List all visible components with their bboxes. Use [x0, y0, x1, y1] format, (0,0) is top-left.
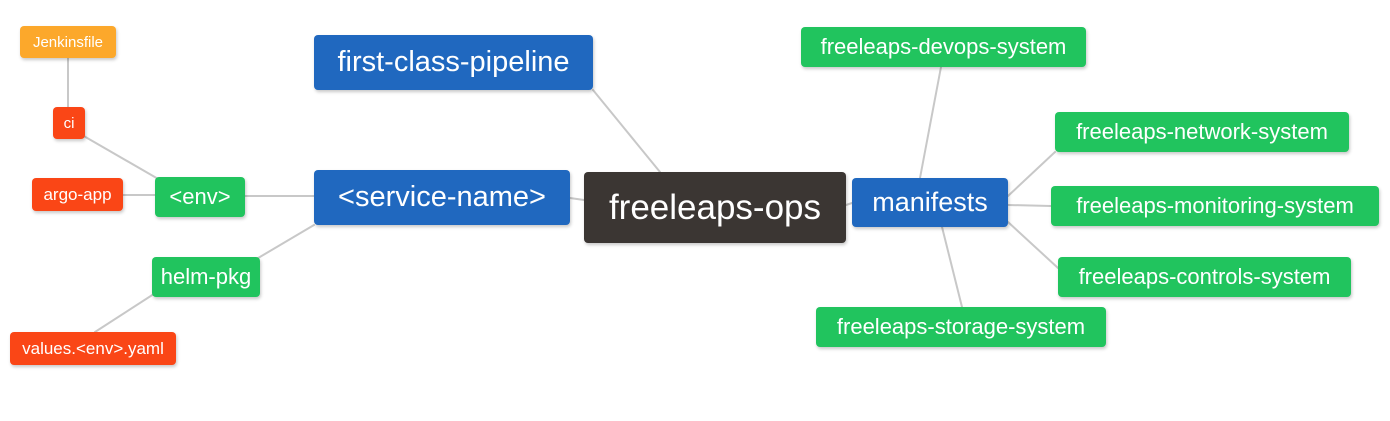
node-label: freeleaps-controls-system — [1078, 264, 1331, 289]
node-service-name[interactable]: <service-name> — [314, 170, 570, 225]
edge-helm-pkg-to-values-env-yaml — [94, 289, 161, 333]
edge-first-class-pipeline-to-freeleaps-ops — [592, 89, 661, 173]
edge-env-to-ci — [81, 134, 161, 181]
node-label: freeleaps-devops-system — [820, 34, 1067, 59]
node-label: ci — [63, 114, 75, 132]
node-label: freeleaps-ops — [608, 188, 822, 227]
node-first-class-pipeline[interactable]: first-class-pipeline — [314, 35, 593, 90]
node-label: freeleaps-storage-system — [836, 314, 1086, 339]
node-freeleaps-monitoring-system[interactable]: freeleaps-monitoring-system — [1051, 186, 1379, 226]
node-label: <service-name> — [338, 181, 546, 213]
edge-manifests-to-freeleaps-controls-system — [1007, 221, 1059, 269]
node-label: Jenkinsfile — [32, 33, 104, 51]
node-argo-app[interactable]: argo-app — [32, 178, 123, 211]
node-label: manifests — [872, 187, 988, 217]
node-freeleaps-controls-system[interactable]: freeleaps-controls-system — [1058, 257, 1351, 297]
edge-manifests-to-freeleaps-monitoring-system — [1007, 204, 1052, 207]
edge-manifests-to-freeleaps-storage-system — [941, 226, 963, 308]
node-label: freeleaps-network-system — [1076, 119, 1328, 144]
edge-service-name-to-freeleaps-ops — [569, 197, 585, 201]
node-freeleaps-devops-system[interactable]: freeleaps-devops-system — [801, 27, 1086, 67]
node-ci[interactable]: ci — [53, 107, 85, 139]
node-label: helm-pkg — [160, 264, 252, 289]
node-freeleaps-network-system[interactable]: freeleaps-network-system — [1055, 112, 1349, 152]
node-helm-pkg[interactable]: helm-pkg — [152, 257, 260, 297]
node-label: freeleaps-monitoring-system — [1076, 193, 1354, 218]
node-label: argo-app — [43, 185, 112, 204]
edge-manifests-to-freeleaps-network-system — [1007, 151, 1056, 197]
node-env[interactable]: <env> — [155, 177, 245, 217]
node-label: first-class-pipeline — [337, 46, 570, 78]
node-manifests[interactable]: manifests — [852, 178, 1008, 227]
node-freeleaps-storage-system[interactable]: freeleaps-storage-system — [816, 307, 1106, 347]
node-values-env-yaml[interactable]: values.<env>.yaml — [10, 332, 176, 365]
node-freeleaps-ops[interactable]: freeleaps-ops — [584, 172, 846, 243]
edge-manifests-to-freeleaps-devops-system — [919, 66, 942, 179]
node-label: <env> — [169, 184, 231, 209]
node-jenkinsfile[interactable]: Jenkinsfile — [20, 26, 116, 58]
node-label: values.<env>.yaml — [22, 339, 164, 358]
